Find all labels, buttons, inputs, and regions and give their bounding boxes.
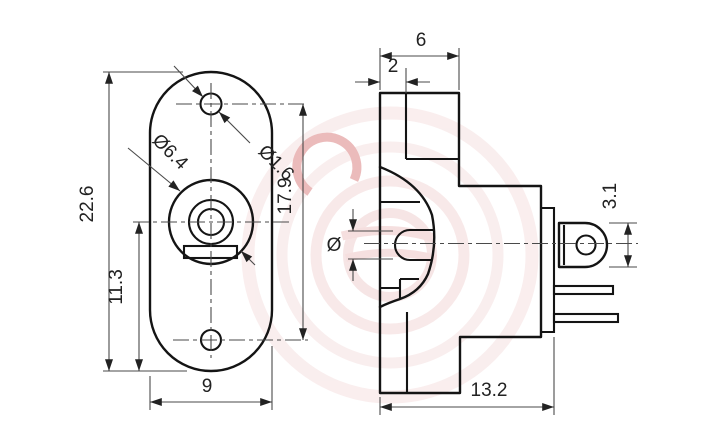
dim-bushing-length: 6 (379, 30, 460, 90)
dim-overall-length-label: 13.2 (471, 380, 508, 401)
dim-overall-height: 22.6 (77, 71, 187, 372)
dim-center-to-bottom-label: 11.3 (106, 269, 127, 305)
terminal-pin-upper (552, 284, 615, 296)
housing-profile-curve (378, 165, 436, 309)
pin-cavity-slot (394, 228, 433, 262)
front-plate-outline (148, 70, 274, 373)
dim-front-flange: 2 (355, 56, 430, 93)
front-view-centerlines (133, 83, 308, 358)
terminal-pin-lower (552, 312, 620, 324)
dim-plate-width-label: 9 (202, 376, 213, 397)
dim-pin-dia-label: Ø (327, 235, 342, 256)
rear-plate (542, 206, 556, 334)
dim-front-flange-label: 2 (388, 56, 399, 77)
front-view: 22.6 11.3 17.9 9 Ø1.6 Ø6.4 (77, 65, 308, 410)
dim-mounting-hole-dia: Ø1.6 (173, 65, 298, 185)
dim-overall-height-label: 22.6 (77, 186, 98, 223)
dim-hole-spacing: 17.9 (275, 104, 307, 340)
dim-pin-dia: Ø (327, 209, 393, 281)
dim-lug-width-label: 3.1 (600, 183, 621, 209)
dim-plate-width: 9 (149, 346, 273, 410)
dim-bushing-length-label: 6 (416, 30, 427, 51)
lug-hole (575, 234, 597, 256)
dim-center-to-bottom: 11.3 (106, 222, 143, 371)
dim-lug-width: 3.1 (600, 183, 637, 268)
dim-boss-dia: Ø6.4 (127, 130, 256, 266)
dim-boss-dia-label: Ø6.4 (148, 130, 192, 174)
dim-hole-spacing-label: 17.9 (275, 178, 296, 215)
watermark-logo (241, 106, 539, 404)
side-view: 6 2 Ø 3.1 13.2 (327, 30, 638, 415)
solder-lug (557, 221, 609, 269)
dim-overall-length: 13.2 (379, 337, 555, 415)
